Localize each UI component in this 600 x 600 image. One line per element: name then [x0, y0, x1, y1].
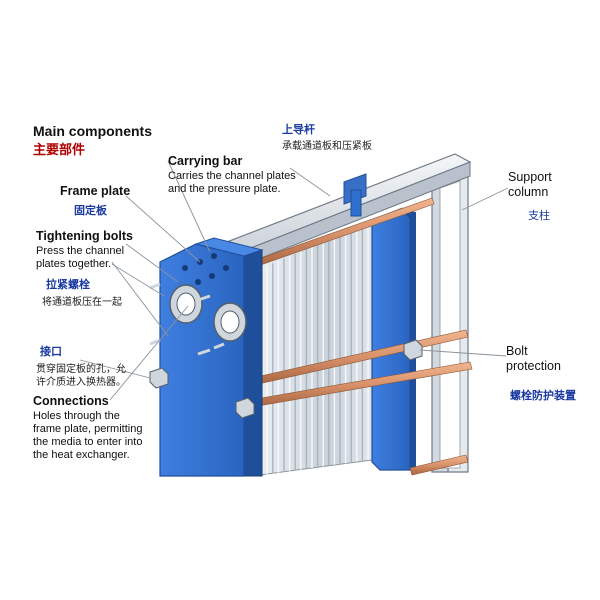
frame-plate-en-title: Frame plate — [60, 184, 131, 198]
connections-en-line2: frame plate, permitting — [33, 423, 143, 435]
bolt-protection-nut — [403, 339, 423, 361]
carrying-bar-en-line1: Carries the channel plates — [168, 170, 296, 182]
connections-en-line3: the media to enter into — [33, 436, 143, 448]
carrying-bar — [178, 153, 472, 285]
frame-plate — [159, 237, 264, 477]
connections-en-title: Connections — [33, 394, 109, 408]
carrying-bar-cn-title: 上导杆 — [282, 124, 315, 136]
connections-cn-title: 接口 — [40, 346, 62, 358]
connections-cn-line1: 贯穿固定板的孔，允 — [36, 364, 126, 375]
tightening-bolts-en-title: Tightening bolts — [36, 229, 133, 243]
page-title-en: Main components — [33, 123, 153, 139]
carrying-bar-en-title: Carrying bar — [168, 154, 243, 168]
leader-lines — [79, 160, 509, 401]
bolt-protection-cn-title: 螺栓防护装置 — [510, 390, 576, 402]
support-column-en-line2: column — [508, 185, 549, 199]
page-title-cn: 主要部件 — [33, 142, 86, 157]
tightening-bolts-cn-title: 拉紧螺栓 — [46, 279, 90, 291]
carrying-bar-en-line2: and the pressure plate. — [168, 183, 281, 195]
support-column-cn-title: 支柱 — [528, 210, 550, 222]
connections-cn-line2: 许介质进入换热器。 — [36, 377, 126, 388]
frame-plate-cn-title: 固定板 — [74, 205, 107, 217]
bolt-protection-en-line2: protection — [506, 359, 561, 373]
connections-en-line1: Holes through the — [33, 410, 120, 422]
tightening-bolts-cn-desc: 将通道板压在一起 — [42, 297, 122, 308]
tightening-bolts-en-line1: Press the channel — [36, 245, 125, 257]
connection-port-right — [213, 302, 247, 342]
connections-en-line4: the heat exchanger. — [33, 449, 130, 461]
connection-port-left — [169, 284, 203, 324]
carrying-bar-cn-desc: 承载通道板和压紧板 — [282, 141, 372, 152]
support-column-en-line1: Support — [508, 170, 552, 184]
tightening-bolt-heads — [149, 282, 255, 419]
support-column-frame — [431, 169, 469, 473]
pressure-plate — [371, 209, 416, 471]
tightening-bolts-en-line2: plates together. — [36, 258, 112, 270]
bolt-protection-en-line1: Bolt — [506, 344, 528, 358]
